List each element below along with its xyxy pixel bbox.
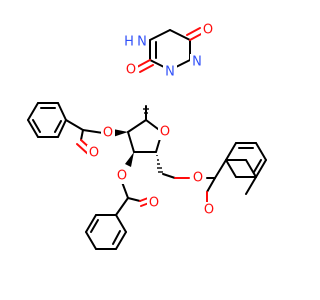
bond (65, 119, 84, 131)
atom-o-2ester: O (103, 126, 113, 141)
atom-h: H (124, 35, 134, 50)
bond (245, 159, 257, 178)
atom-o-3carbonyl: O (149, 196, 159, 211)
atom-o-5carbonyl: O (204, 203, 214, 218)
atom-o-c5: O (203, 23, 213, 38)
bond (82, 129, 104, 134)
bond (169, 29, 191, 41)
atom-n-h: N (137, 35, 147, 50)
atom-o-3ester: O (117, 169, 127, 184)
bond (214, 159, 227, 179)
atom-o-5ester: O (193, 171, 203, 186)
benzoyl-3 (85, 181, 150, 250)
bond (27, 102, 39, 121)
bond (255, 142, 267, 161)
bond (115, 231, 127, 250)
benzoyl-2 (27, 102, 104, 155)
bond (32, 119, 41, 133)
bond (57, 119, 67, 138)
atom-n2: N (192, 55, 202, 70)
bond (112, 230, 121, 245)
bond (85, 214, 97, 233)
bond (245, 176, 257, 195)
bond (139, 197, 149, 202)
atom-o-2carbonyl: O (89, 146, 99, 161)
hashed-bond (156, 155, 163, 173)
bond (115, 214, 127, 233)
bond (121, 181, 129, 199)
bond (76, 143, 89, 155)
bond (27, 119, 39, 138)
bond (57, 102, 67, 121)
bond (189, 32, 204, 41)
stereo-bonds (113, 108, 163, 173)
bond (85, 231, 97, 250)
bond (139, 64, 154, 73)
bond (225, 142, 237, 161)
benzoyl-5 (162, 159, 257, 204)
bond (255, 159, 267, 178)
hashed-bond (143, 108, 149, 118)
bond (54, 120, 62, 133)
atom-labels: O H N O N N O O O O O O O (87, 22, 216, 218)
bond (225, 159, 237, 178)
bond (90, 219, 99, 233)
phenyl-5 (225, 142, 267, 178)
bond (115, 197, 129, 216)
bond (206, 177, 216, 193)
bond (136, 59, 151, 68)
bond (253, 159, 262, 173)
bond (127, 197, 141, 202)
bond (162, 173, 176, 179)
bond (127, 131, 135, 153)
bond (149, 29, 171, 41)
atom-o-c3: O (126, 63, 136, 78)
atom-n1: N (165, 65, 175, 80)
molecule-structure: O H N O N N O O O O O O O (27, 22, 267, 250)
atom-o-ring: O (160, 125, 170, 140)
bond (186, 27, 201, 36)
wedge-bond (125, 152, 134, 167)
bond (127, 119, 147, 133)
wedge-bond (113, 129, 128, 137)
bond (80, 129, 84, 141)
